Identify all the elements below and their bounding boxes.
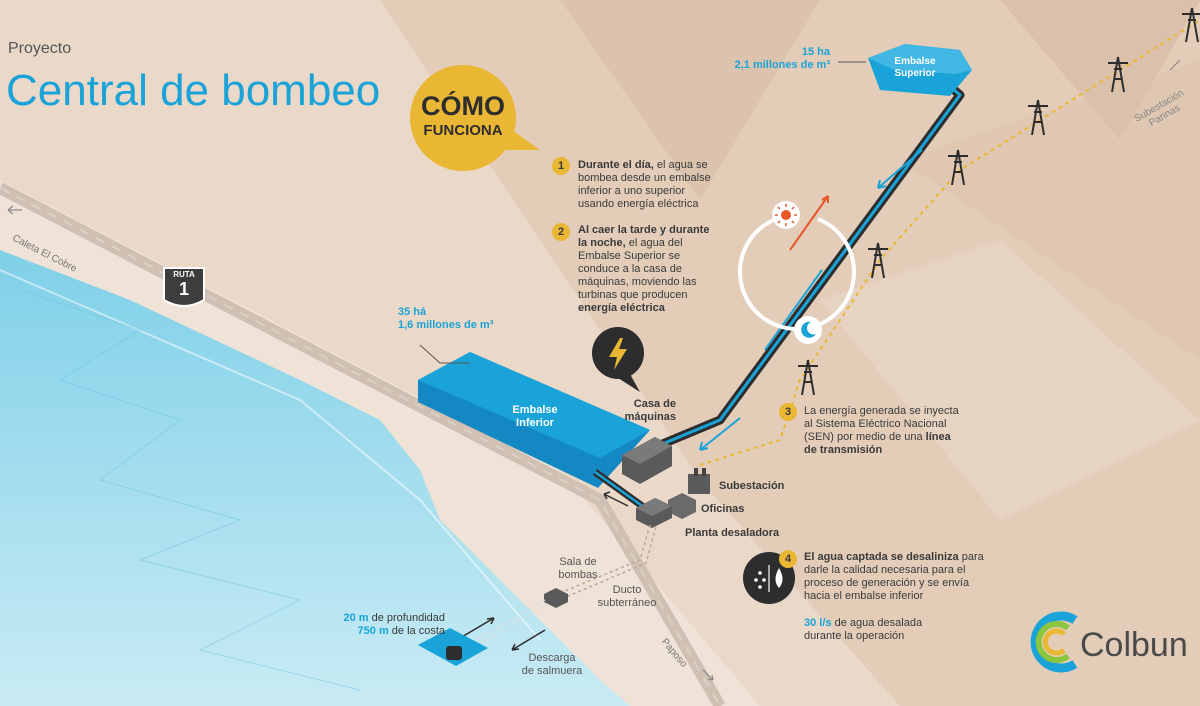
- step-2-number: 2: [552, 223, 570, 241]
- desal-plant-label: Planta desaladora: [685, 527, 780, 539]
- step-1-text: Durante el día, el agua se bombea desde …: [578, 159, 711, 210]
- upper-reservoir-volume: 2,1 millones de m³: [734, 59, 830, 71]
- depth-text: 20 m de profundidad: [343, 612, 445, 624]
- step-4-number: 4: [779, 550, 797, 568]
- water-drop-icon: [775, 568, 783, 588]
- badge-line2: FUNCIONA: [423, 122, 503, 139]
- step-2-text: Al caer la tarde y durante la noche, el …: [578, 224, 710, 314]
- step-3-number: 3: [779, 403, 797, 421]
- lightning-icon: [609, 338, 627, 370]
- badge-line1: CÓMO: [421, 91, 505, 121]
- substation-building: [688, 474, 710, 494]
- sea: [0, 250, 630, 706]
- offices-label: Oficinas: [701, 503, 745, 515]
- coast-distance-text: 750 m de la costa: [357, 625, 445, 637]
- page-title: Central de bombeo: [6, 66, 381, 115]
- route-shield: [163, 267, 205, 307]
- lower-reservoir-volume: 1,6 millones de m³: [398, 319, 494, 331]
- step-4-text: El agua captada se desaliniza para darle…: [804, 551, 984, 602]
- colbun-logo-text: Colbun: [1080, 626, 1188, 664]
- route-word: RUTA: [173, 270, 195, 279]
- transmission-line: [699, 19, 1200, 466]
- intake-structure: [446, 646, 462, 660]
- como-funciona-badge: [410, 65, 516, 171]
- header-subtitle: Proyecto: [8, 40, 72, 57]
- colbun-logo-mark: [1030, 611, 1078, 673]
- step-3-text: La energía generada se inyecta al Sistem…: [804, 405, 959, 456]
- transmission-towers: [798, 7, 1200, 396]
- underground-duct: [554, 524, 651, 596]
- pump-room: [544, 588, 568, 608]
- offices-building: [668, 493, 696, 519]
- lower-reservoir-area: 35 há: [398, 306, 427, 318]
- step-1-number: 1: [552, 157, 570, 175]
- upper-reservoir-area: 15 ha: [801, 46, 830, 58]
- moon-icon: [794, 316, 822, 344]
- substation-label: Subestación: [719, 480, 785, 492]
- route-number: 1: [178, 279, 189, 299]
